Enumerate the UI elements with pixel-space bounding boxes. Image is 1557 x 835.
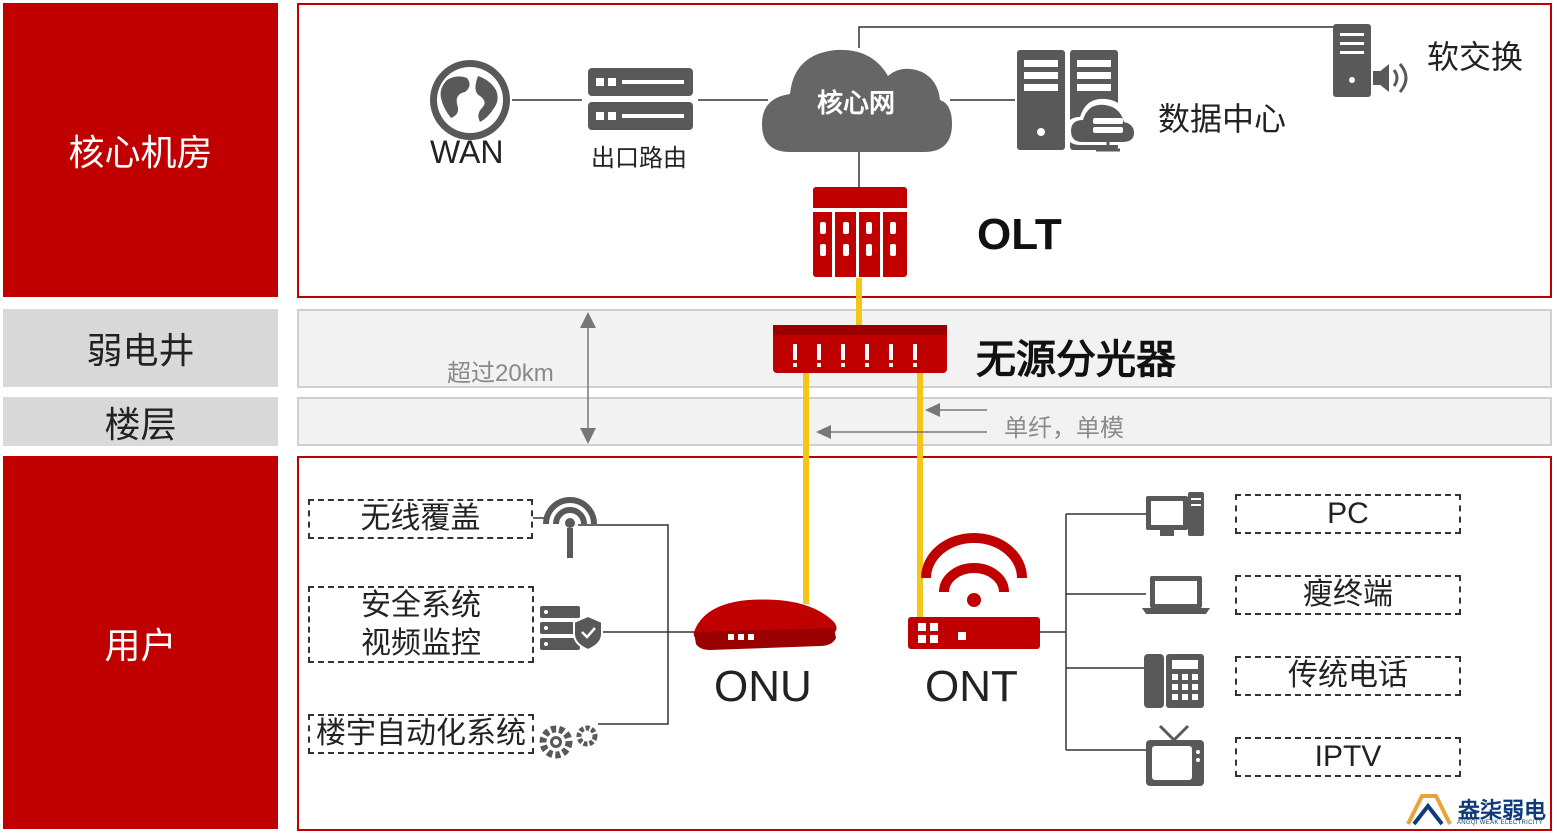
zone-core-label: 核心机房 (68, 132, 213, 173)
ont-label: ONT (925, 662, 1018, 711)
brand-logo-name: 盎柒弱电 (1458, 798, 1547, 823)
wireless-ap-icon (543, 497, 597, 558)
soft-switch-icon (1333, 24, 1408, 97)
cloud-icon (762, 49, 952, 152)
laptop-icon (1142, 576, 1210, 614)
olt-label: OLT (977, 210, 1062, 259)
zone-user-label: 用户 (104, 624, 177, 666)
service-telephone-label: 传统电话 (1288, 659, 1408, 692)
fiber-links (803, 278, 923, 617)
distance-arrow (580, 312, 596, 444)
splitter-icon (773, 325, 947, 373)
data-center-icon (1017, 50, 1140, 152)
fiber-note-label: 单纤，单模 (1004, 415, 1124, 442)
zone-user: 用户 (3, 456, 278, 829)
core-links (512, 26, 1335, 188)
gears-icon (539, 725, 598, 759)
zone-floor: 楼层 (3, 397, 278, 446)
service-pc-box: PC (1235, 494, 1461, 534)
service-video-label: 视频监控 (361, 626, 481, 660)
globe-icon (430, 60, 510, 140)
phone-icon (1144, 654, 1204, 708)
floor-panel (297, 397, 1552, 446)
service-iptv-label: IPTV (1314, 740, 1382, 773)
brand-logo-icon (1406, 794, 1452, 826)
splitter-label: 无源分光器 (976, 338, 1176, 382)
onu-label: ONU (714, 662, 812, 711)
onu-device-icon (693, 599, 837, 650)
service-thin-client-label: 瘦终端 (1303, 578, 1393, 611)
service-wireless-label: 无线覆盖 (360, 502, 481, 535)
service-thin-client-box: 瘦终端 (1235, 575, 1461, 615)
pc-icon (1146, 492, 1204, 536)
zone-floor-label: 楼层 (104, 403, 177, 445)
ont-device-icon (908, 533, 1040, 649)
service-pc-label: PC (1327, 497, 1369, 530)
core-room-panel (297, 3, 1552, 298)
ont-service-links (1040, 513, 1146, 751)
zone-shaft: 弱电井 (3, 309, 278, 387)
olt-icon (813, 187, 907, 277)
core-network-label: 核心网 (817, 88, 896, 118)
exit-router-label: 出口路由 (591, 145, 687, 172)
brand-logo-tagline: ANGQI WEAK ELECTRICITY (1457, 820, 1543, 826)
distance-label: 超过20km (447, 360, 554, 387)
service-building-automation-box: 楼宇自动化系统 (308, 714, 534, 754)
tv-icon (1146, 724, 1204, 786)
data-center-label: 数据中心 (1158, 101, 1287, 137)
service-iptv-box: IPTV (1235, 737, 1461, 777)
service-building-automation-label: 楼宇自动化系统 (316, 717, 526, 750)
service-security-box: 安全系统 视频监控 (308, 586, 534, 663)
fiber-note-arrows (816, 403, 987, 439)
zone-shaft-label: 弱电井 (86, 330, 195, 371)
service-security-label: 安全系统 (361, 588, 481, 622)
service-telephone-box: 传统电话 (1235, 656, 1461, 696)
router-server-icon (588, 68, 693, 130)
wan-label: WAN (430, 134, 504, 170)
soft-switch-label: 软交换 (1427, 39, 1524, 75)
onu-service-links (532, 517, 700, 725)
security-server-icon (540, 606, 603, 652)
user-panel (297, 456, 1552, 831)
service-wireless-box: 无线覆盖 (308, 499, 533, 539)
zone-core-room: 核心机房 (3, 3, 278, 297)
